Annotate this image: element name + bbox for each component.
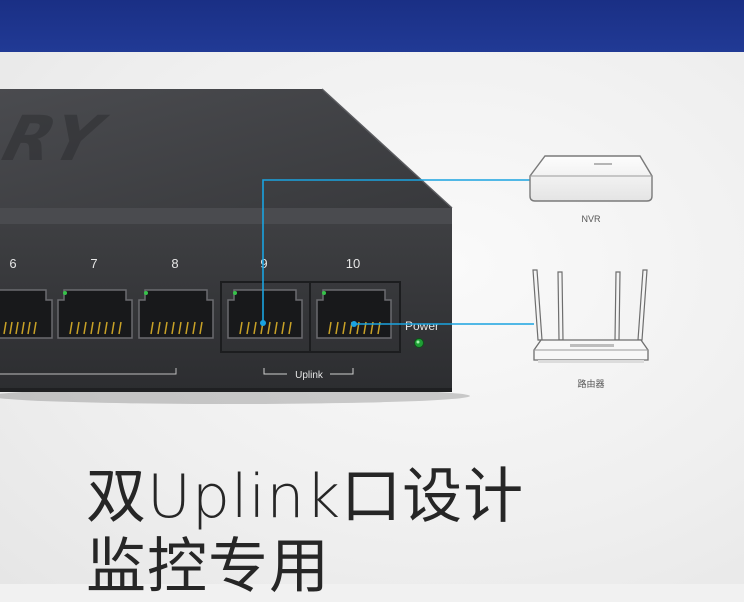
ethernet-port-7[interactable] [57,289,133,339]
uplink-bracket-right [330,368,354,375]
router-label: 路由器 [577,378,604,389]
port-9-status-led [233,291,237,295]
port-7-status-led [63,291,67,295]
switch-top-panel [0,89,452,208]
router-device-icon [532,269,649,363]
port-number-6: 6 [9,256,16,271]
uplink-label: Uplink [295,370,324,381]
ethernet-port-6[interactable] [0,289,53,339]
uplink-bracket-left [263,368,287,375]
nvr-device-icon [529,155,653,202]
ethernet-port-9[interactable] [227,289,303,339]
power-label: Power [405,319,439,333]
port-number-10: 10 [346,256,360,271]
headline-line-1: 双Uplink口设计 [86,462,525,532]
ethernet-port-10[interactable] [316,289,392,339]
port-10-status-led [322,291,326,295]
switch-front-bevel [0,208,452,224]
port-9-connection-dot [260,320,266,326]
product-illustration: RY 6 7 8 9 10 [0,88,653,404]
connection-lines [262,179,534,325]
port-10-connection-dot [351,321,357,327]
feature-headline: 双Uplink口设计 监控专用 [86,462,524,602]
top-banner [0,0,744,52]
switch-shadow [0,388,470,404]
nvr-connection-line [262,179,530,323]
headline-line-2: 监控专用 [86,532,330,602]
nvr-label: NVR [581,214,601,224]
port-number-9: 9 [260,256,267,271]
port-group-bracket [0,368,177,375]
port-number-8: 8 [171,256,178,271]
port-8-status-led [144,291,148,295]
port-number-7: 7 [90,256,97,271]
ethernet-port-group [0,289,392,339]
ethernet-port-8[interactable] [138,289,214,339]
